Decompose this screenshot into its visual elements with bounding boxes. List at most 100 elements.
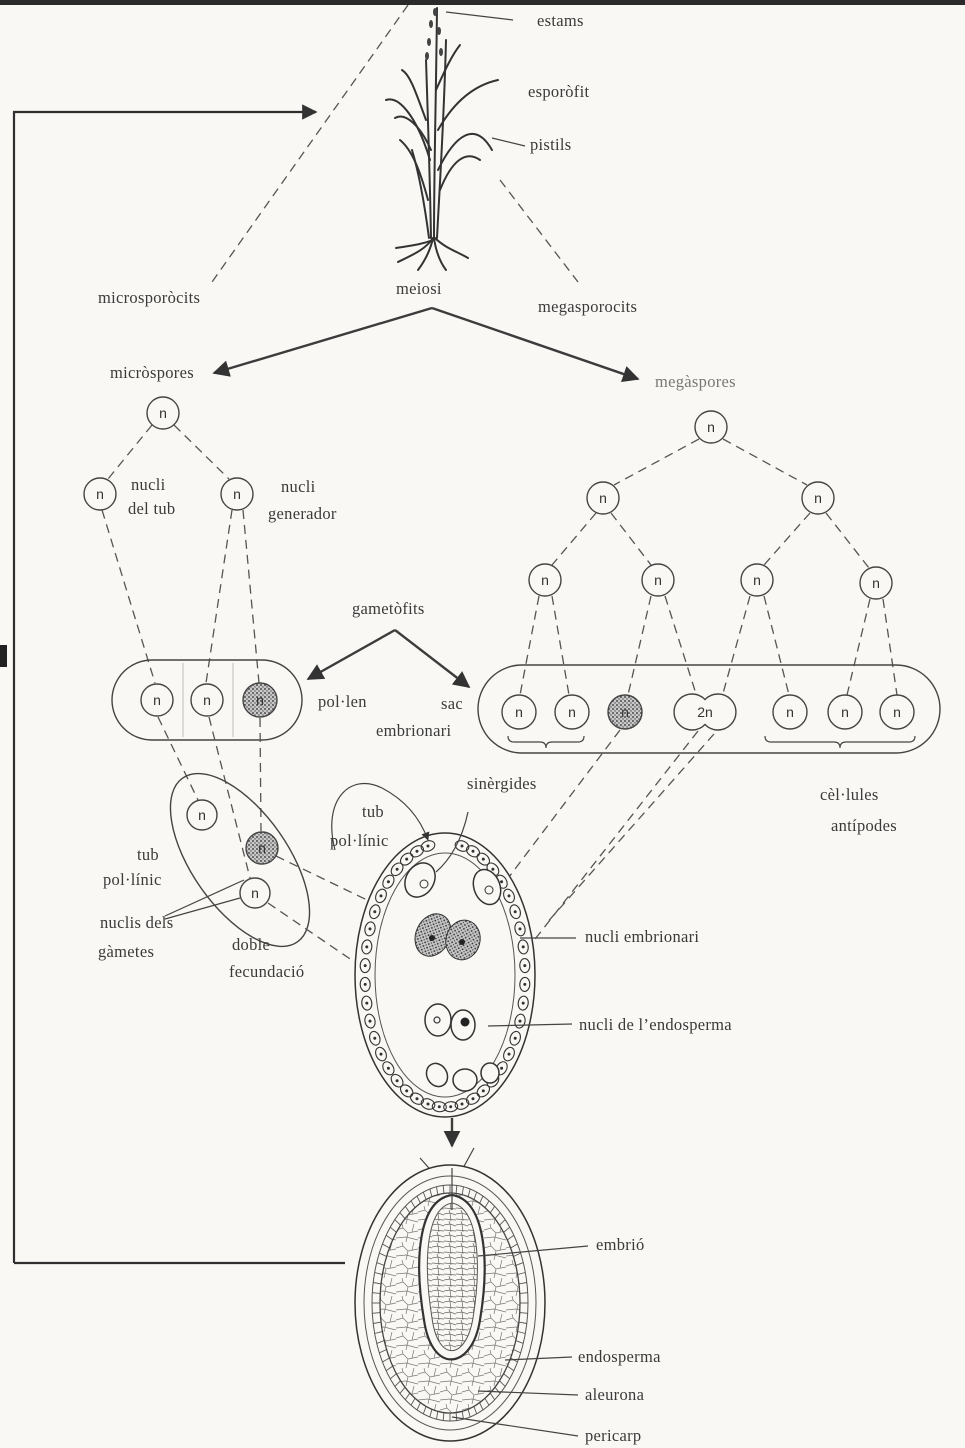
gametophytes-arrow-left xyxy=(308,630,395,679)
megaspore-division-cell: n xyxy=(529,564,561,596)
ploidy-label: n xyxy=(198,807,206,823)
synergid-cell: n xyxy=(555,695,589,729)
generative-nucleus-cell: n xyxy=(221,478,253,510)
microspore-cell: n xyxy=(147,397,179,429)
meiosis-label: meiosi xyxy=(396,279,442,298)
ploidy-label: n xyxy=(621,704,629,720)
ploidy-label: n xyxy=(568,704,576,720)
ploidy-label: n xyxy=(814,490,822,506)
ovule-wall-cell-nucleus xyxy=(522,1002,525,1005)
ovule-wall-cell-nucleus xyxy=(508,894,511,897)
ovule-wall-cell-nucleus xyxy=(380,894,383,897)
pistils-label: pistils xyxy=(530,135,572,154)
ploidy-label: n xyxy=(153,692,161,708)
ovule-wall-cell-nucleus xyxy=(405,1089,408,1092)
pollen-tube-nucleus-cell: n xyxy=(141,684,173,716)
ovule-wall-cell-nucleus xyxy=(416,850,419,853)
sporophyte-label: esporòfit xyxy=(528,82,589,101)
ovule-wall-cell-nucleus xyxy=(369,1020,372,1023)
megasporocytes-dashed-line xyxy=(500,180,578,282)
ovule-wall-cell-nucleus xyxy=(427,1103,430,1106)
ploidy-label: n xyxy=(203,692,211,708)
tube-nucleus-cell: n xyxy=(84,478,116,510)
aleurone-label: aleurona xyxy=(585,1385,645,1404)
megaspores-label: megàspores xyxy=(655,372,736,391)
ovule-wall-cell-nucleus xyxy=(387,1067,390,1070)
ovule-wall-cell-nucleus xyxy=(508,1053,511,1056)
ovule-wall-cell-nucleus xyxy=(365,1002,368,1005)
pollen-tube-center-label-line1: tub xyxy=(362,802,384,821)
embryo-nucleus-label: nucli embrionari xyxy=(585,927,699,946)
ploidy-label: n xyxy=(707,419,715,435)
tube-nucleus-label-line1: nucli xyxy=(131,475,166,494)
ovule-wall-cell-nucleus xyxy=(396,868,399,871)
antipodal-brace xyxy=(765,736,915,748)
ovule-wall-cell-nucleus xyxy=(380,1053,383,1056)
seed xyxy=(355,1148,545,1441)
ovule-wall-cell-nucleus xyxy=(472,850,475,853)
ploidy-label: n xyxy=(256,692,264,708)
egg-cell: n xyxy=(608,695,642,729)
gametophytes-label: gametòfits xyxy=(352,599,425,618)
pollen-tube-left-label-line2: pol·línic xyxy=(103,870,162,889)
pollen-generative-cell: n xyxy=(191,684,223,716)
pericarp-label: pericarp xyxy=(585,1426,641,1445)
gamete-nuclei-label-line1: nuclis dels xyxy=(100,913,173,932)
top-edge-band xyxy=(0,0,965,5)
ovule-wall-cell-nucleus xyxy=(416,1097,419,1100)
ovule-wall-cell-nucleus xyxy=(373,910,376,913)
embryo-tissue xyxy=(427,1203,477,1351)
megaspore-cell: n xyxy=(695,411,727,443)
ovule-wall-cell-nucleus xyxy=(523,964,526,967)
ploidy-label: n xyxy=(96,486,104,502)
stamens-leader xyxy=(446,12,513,20)
megaspore-division-cell: n xyxy=(802,482,834,514)
embryo-sac-label-line1: sac xyxy=(441,694,463,713)
ploidy-label: n xyxy=(159,405,167,421)
rice-plant xyxy=(386,8,498,270)
ovule-wall-cell-nucleus xyxy=(387,880,390,883)
ovule-wall-cell-nucleus xyxy=(427,845,430,848)
synergids-label: sinèrgides xyxy=(467,774,537,793)
megaspore-division-cell: n xyxy=(741,564,773,596)
meiosis-arrow-right xyxy=(432,308,638,379)
synergid-cell: n xyxy=(502,695,536,729)
ploidy-label: n xyxy=(515,704,523,720)
ovule-wall-cell-nucleus xyxy=(396,1079,399,1082)
ovule-wall-cell-nucleus xyxy=(500,880,503,883)
ploidy-label: n xyxy=(753,572,761,588)
megasporocytes-label: megasporocits xyxy=(538,297,637,316)
ploidy-label: n xyxy=(251,885,259,901)
antipodal-cell: n xyxy=(880,695,914,729)
ovule-wall-cell-nucleus xyxy=(482,858,485,861)
ploidy-label: n xyxy=(872,575,880,591)
megaspore-lineage-lines xyxy=(520,439,897,697)
left-edge-mark xyxy=(0,645,7,667)
megaspore-division-cell: n xyxy=(642,564,674,596)
antipodal-cell-ovule xyxy=(453,1069,477,1091)
ploidy-label: n xyxy=(786,704,794,720)
gamete-nuclei-label-line2: gàmetes xyxy=(98,942,154,961)
antipodal-cells-label-line1: cèl·lules xyxy=(820,785,879,804)
ovule-wall-cell-nucleus xyxy=(461,1103,464,1106)
embryo-sac-label-line2: embrionari xyxy=(376,721,452,740)
ovule-wall-cell-nucleus xyxy=(438,1105,441,1108)
ovule-wall-cell-nucleus xyxy=(365,945,368,948)
microsporocytes-dashed-line xyxy=(212,5,408,282)
ploidy-label: n xyxy=(258,840,266,856)
ovule-wall-cell-nucleus xyxy=(472,1097,475,1100)
antipodal-cell: n xyxy=(773,695,807,729)
double-fertilization-label-line2: fecundació xyxy=(229,962,304,981)
microspore-lineage-lines xyxy=(102,425,259,683)
synergids-brace xyxy=(508,736,584,748)
gamete-nuclei-leader xyxy=(165,880,244,916)
pollen-label: pol·len xyxy=(318,692,367,711)
ovule-wall-cell-nucleus xyxy=(519,927,522,930)
microsporocytes-label: microsporòcits xyxy=(98,288,200,307)
ovule-wall-cell-nucleus xyxy=(405,858,408,861)
ovule-wall-cell-nucleus xyxy=(523,983,526,986)
pollen-tube-left-label-line1: tub xyxy=(137,845,159,864)
ploidy-label: n xyxy=(599,490,607,506)
pollen-to-tube-lines xyxy=(158,717,261,878)
